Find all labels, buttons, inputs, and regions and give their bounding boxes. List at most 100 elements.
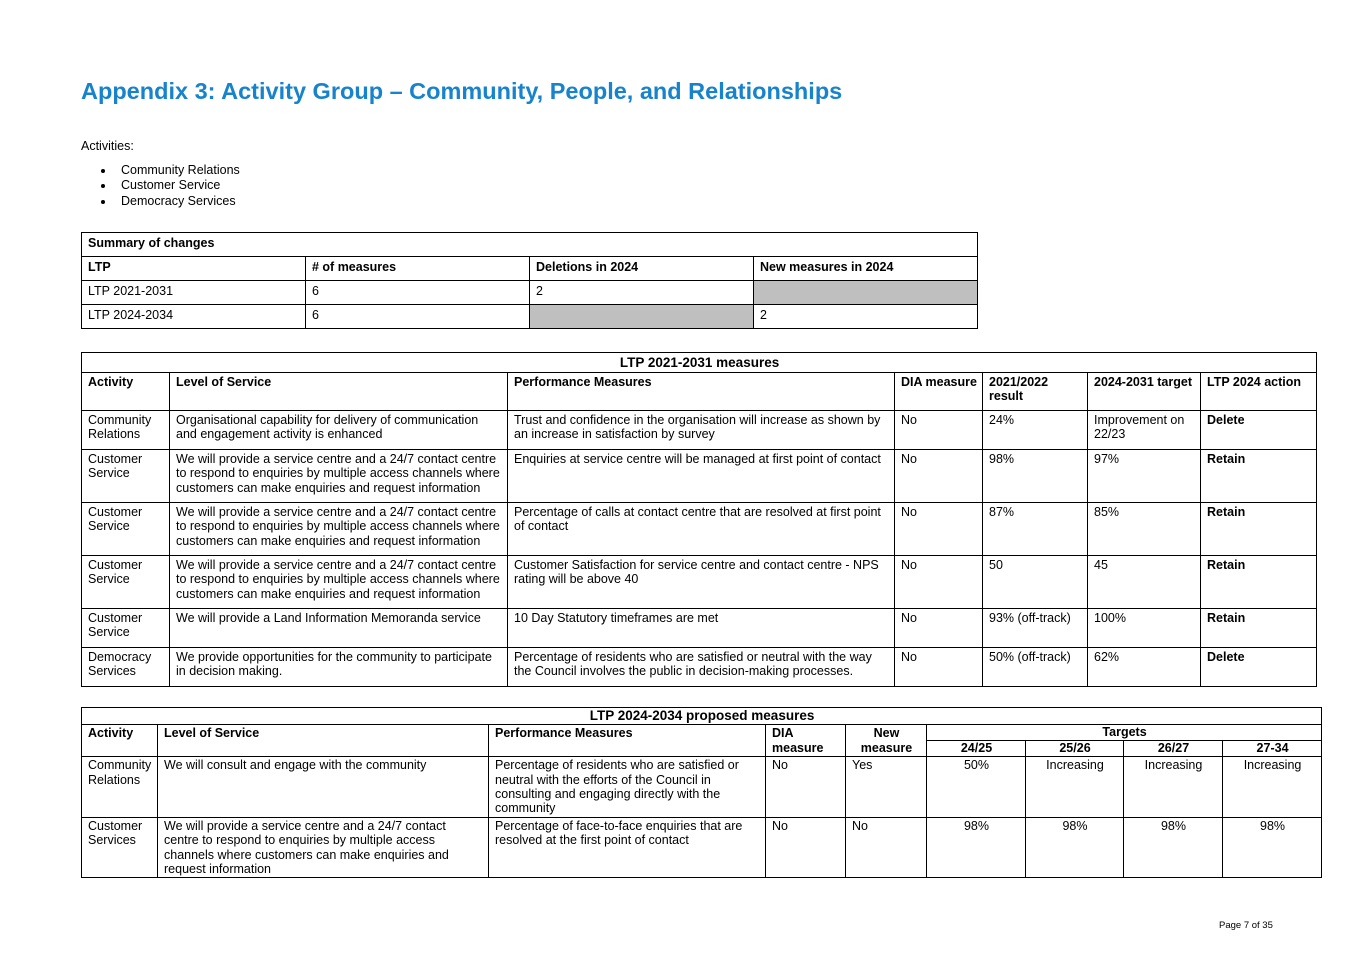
table-cell: No [894, 555, 983, 609]
table-title-row: LTP 2024-2034 proposed measures [80, 706, 1323, 726]
table-cell-action: Retain [1199, 555, 1318, 609]
column-header: DIA measure [894, 372, 983, 411]
target-year-header: 26/27 [1123, 740, 1223, 758]
table-cell: No [894, 449, 983, 503]
table-cell-target: Increasing [1221, 756, 1323, 818]
table-cell: Democracy Services [81, 647, 170, 687]
column-header: Performance Measures [488, 724, 766, 758]
table-cell: No [894, 410, 983, 450]
table-row: Community Relations We will consult and … [81, 756, 1323, 818]
table-cell-action: Retain [1199, 449, 1318, 503]
table-header-row: Activity Level of Service Performance Me… [81, 372, 1318, 411]
table-cell: We will consult and engage with the comm… [157, 756, 489, 818]
table-cell: 10 Day Statutory timeframes are met [507, 608, 895, 648]
table-header-row: 24/25 25/26 26/27 27-34 [82, 740, 1323, 758]
table-cell: We will provide a service centre and a 2… [157, 816, 489, 879]
table-row: Customer Service We will provide a servi… [81, 555, 1318, 609]
table-cell: Community Relations [81, 410, 170, 450]
column-header: DIA measure [765, 724, 846, 758]
table-row: Customer Service We will provide a Land … [81, 608, 1318, 648]
target-year-header: 27-34 [1221, 740, 1323, 758]
table-cell: Customer Satisfaction for service centre… [507, 555, 895, 609]
column-header: 2024-2031 target [1087, 372, 1201, 411]
table-row: Community Relations Organisational capab… [81, 410, 1318, 450]
table-cell: 97% [1087, 449, 1201, 503]
list-item: Customer Service [81, 178, 240, 193]
table-cell: We provide opportunities for the communi… [169, 647, 508, 687]
table-cell: No [894, 608, 983, 648]
table-cell: 50 [982, 555, 1088, 609]
table-cell: No [894, 502, 983, 556]
table-title: LTP 2021-2031 measures [80, 352, 1318, 373]
column-header: 2021/2022 result [982, 372, 1088, 411]
table-cell: Customer Service [81, 502, 170, 556]
column-header: LTP 2024 action [1199, 372, 1318, 411]
table-cell-target: 98% [926, 816, 1026, 879]
table-cell-action: Delete [1199, 410, 1318, 450]
table-cell-target: Increasing [1025, 756, 1124, 818]
table-header-row: LTP # of measures Deletions in 2024 New … [81, 256, 978, 281]
table-cell: Community Relations [81, 756, 158, 818]
table-cell-shaded [529, 304, 754, 329]
table-cell: Percentage of calls at contact centre th… [507, 502, 895, 556]
table-cell: We will provide a Land Information Memor… [169, 608, 508, 648]
table-cell: Customer Services [81, 816, 158, 879]
table-cell: 2 [529, 280, 754, 305]
column-header: Activity [81, 372, 170, 411]
table-cell: 2 [753, 304, 978, 329]
table-row: LTP 2021-2031 6 2 [81, 280, 978, 305]
table-cell: 50% (off-track) [982, 647, 1088, 687]
table-cell: 93% (off-track) [982, 608, 1088, 648]
table-cell: 85% [1087, 502, 1201, 556]
table-row: Customer Service We will provide a servi… [81, 502, 1318, 556]
table-cell: 6 [305, 280, 530, 305]
activities-label: Activities: [81, 139, 134, 153]
table-cell: 87% [982, 502, 1088, 556]
table-cell-action: Delete [1199, 647, 1318, 687]
table-cell: No [765, 816, 846, 879]
page-number: Page 7 of 35 [1219, 920, 1273, 931]
table-cell: 62% [1087, 647, 1201, 687]
table-cell: Enquiries at service centre will be mana… [507, 449, 895, 503]
target-year-header: 25/26 [1025, 740, 1124, 758]
table-cell: LTP 2024-2034 [81, 304, 306, 329]
targets-header: Targets [925, 724, 1323, 742]
table-cell: No [765, 756, 846, 818]
table-cell: Organisational capability for delivery o… [169, 410, 508, 450]
table-cell: We will provide a service centre and a 2… [169, 555, 508, 609]
table-cell: 100% [1087, 608, 1201, 648]
list-item: Community Relations [81, 163, 240, 178]
column-header: Activity [81, 724, 158, 758]
ltp-2024-2034-proposed-measures-table: LTP 2024-2034 proposed measures Activity… [80, 706, 1323, 879]
table-cell-target: 98% [1025, 816, 1124, 879]
table-cell-target: 50% [926, 756, 1026, 818]
column-header: Level of Service [157, 724, 489, 758]
table-cell: No [845, 816, 927, 879]
table-cell: Customer Service [81, 608, 170, 648]
table-cell-action: Retain [1199, 502, 1318, 556]
table-cell: We will provide a service centre and a 2… [169, 502, 508, 556]
activities-list: Community Relations Customer Service Dem… [81, 163, 240, 209]
table-cell-target: 98% [1221, 816, 1323, 879]
column-header: # of measures [305, 256, 530, 281]
table-cell: Customer Service [81, 449, 170, 503]
table-cell: Customer Service [81, 555, 170, 609]
page-title: Appendix 3: Activity Group – Community, … [81, 78, 843, 104]
table-row: Customer Services We will provide a serv… [81, 816, 1323, 879]
column-header: Deletions in 2024 [529, 256, 754, 281]
table-title: LTP 2024-2034 proposed measures [80, 706, 1323, 726]
table-cell: Trust and confidence in the organisation… [507, 410, 895, 450]
table-cell: Percentage of residents who are satisfie… [488, 756, 766, 818]
column-header: New measures in 2024 [753, 256, 978, 281]
column-header: Performance Measures [507, 372, 895, 411]
table-cell-shaded [753, 280, 978, 305]
table-cell: Improvement on 22/23 [1087, 410, 1201, 450]
table-cell: 98% [982, 449, 1088, 503]
table-cell: Percentage of face-to-face enquiries tha… [488, 816, 766, 879]
table-cell: Yes [845, 756, 927, 818]
table-cell-target: 98% [1123, 816, 1223, 879]
column-header: Level of Service [169, 372, 508, 411]
table-cell: 45 [1087, 555, 1201, 609]
table-row: Summary of changes [81, 232, 978, 257]
table-cell: LTP 2021-2031 [81, 280, 306, 305]
